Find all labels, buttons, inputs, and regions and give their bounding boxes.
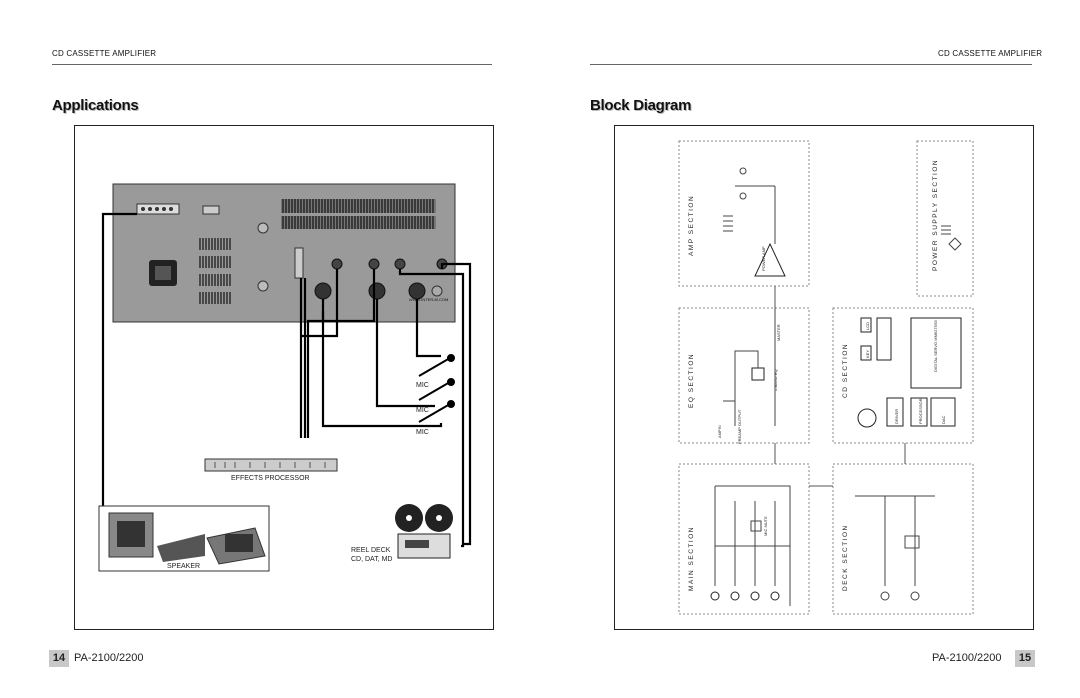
input-terminal	[294, 247, 304, 279]
right-page: CD CASSETTE AMPLIFIER Block Diagram AMP …	[540, 0, 1080, 698]
right-header-rule	[590, 64, 1032, 65]
mic-label-3: MIC	[416, 429, 429, 436]
left-page-number: 14	[49, 650, 69, 667]
effects-processor	[204, 458, 338, 472]
effects-processor-label: EFFECTS PROCESSOR	[231, 475, 310, 482]
left-header: CD CASSETTE AMPLIFIER	[52, 49, 157, 58]
reel-deck-icon	[395, 504, 453, 559]
svg-text:MAIN SECTION: MAIN SECTION	[688, 526, 695, 591]
block-diagram-title: Block Diagram	[590, 97, 692, 114]
main-section-lines	[714, 485, 791, 606]
five-band-eq-block	[751, 367, 765, 381]
section-boxes	[678, 140, 974, 615]
reel-deck-label: REEL DECK	[351, 547, 391, 554]
svg-text:EQ SECTION: EQ SECTION	[688, 353, 695, 408]
svg-text:DAC: DAC	[941, 415, 946, 424]
svg-text:POWER SUPPLY SECTION: POWER SUPPLY SECTION	[932, 159, 939, 271]
svg-text:MIC MUTE: MIC MUTE	[763, 516, 768, 536]
applications-frame: WWW.INTER-M.COM	[74, 125, 494, 630]
svg-text:KEY: KEY	[865, 350, 870, 358]
right-model: PA-2100/2200	[932, 652, 1002, 664]
applications-diagram: WWW.INTER-M.COM	[98, 183, 472, 572]
block-diagram-frame: AMP SECTION POWER SUPPLY SECTION EQ SECT…	[614, 125, 1034, 630]
left-model: PA-2100/2200	[74, 652, 144, 664]
svg-text:PROCESSOR: PROCESSOR	[918, 398, 923, 424]
speaker-label: SPEAKER	[167, 563, 201, 570]
left-page: CD CASSETTE AMPLIFIER Applications	[49, 49, 494, 667]
left-header-rule	[52, 64, 492, 65]
svg-text:DRIVER: DRIVER	[894, 409, 899, 424]
right-page-number: 15	[1015, 650, 1035, 667]
microphone-icons	[418, 354, 455, 423]
block-diagram: AMP SECTION POWER SUPPLY SECTION EQ SECT…	[678, 140, 974, 615]
svg-text:DIGITAL SERVO MM6275S9: DIGITAL SERVO MM6275S9	[933, 320, 938, 372]
svg-text:PREAMP OUTPUT: PREAMP OUTPUT	[737, 409, 742, 444]
cd-section-blocks	[857, 317, 962, 428]
svg-text:LCD: LCD	[865, 322, 870, 330]
voltage-selector-switch	[202, 205, 220, 215]
svg-text:AMP SECTION: AMP SECTION	[688, 195, 695, 256]
power-amp-triangle	[754, 242, 786, 277]
right-header: CD CASSETTE AMPLIFIER	[938, 49, 1043, 58]
applications-title: Applications	[52, 97, 139, 114]
mic-label-1: MIC	[416, 382, 429, 389]
cd-dat-md-label: CD, DAT, MD	[351, 556, 393, 563]
svg-text:AMPIN: AMPIN	[717, 425, 722, 438]
mic-input-icons	[710, 591, 780, 601]
side-vents	[199, 238, 231, 304]
svg-text:DECK SECTION: DECK SECTION	[842, 524, 849, 591]
deck-section-lines	[855, 495, 935, 601]
mic-label-2: MIC	[416, 407, 429, 414]
section-titles: AMP SECTION POWER SUPPLY SECTION EQ SECT…	[688, 159, 939, 591]
svg-text:POWER AMP: POWER AMP	[761, 246, 766, 271]
svg-text:MASTER: MASTER	[776, 324, 781, 341]
website-label: WWW.INTER-M.COM	[409, 297, 448, 302]
svg-text:CD SECTION: CD SECTION	[842, 343, 849, 398]
